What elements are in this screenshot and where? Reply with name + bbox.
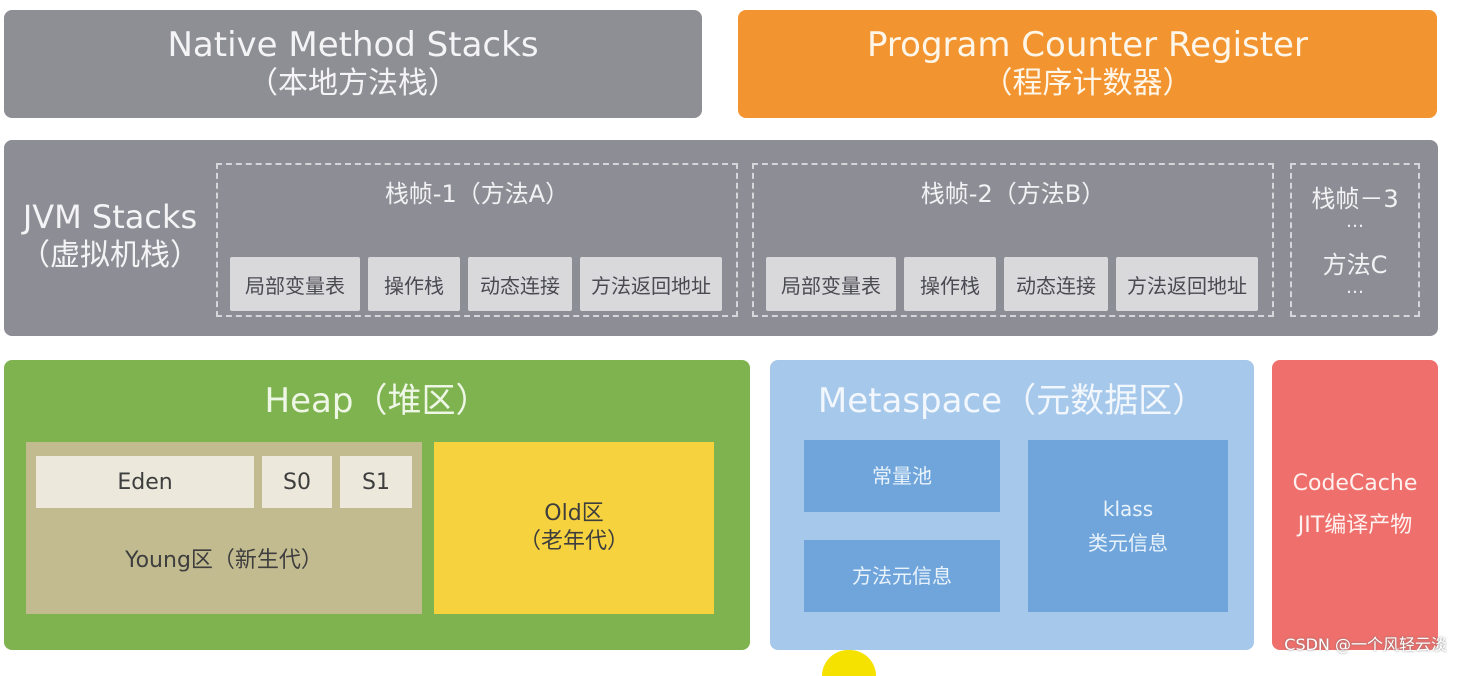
survivor-s0: S0 <box>262 456 332 508</box>
method-metadata: 方法元信息 <box>804 540 1000 612</box>
survivor-s1: S1 <box>340 456 412 508</box>
class-metadata-label: 类元信息 <box>1088 531 1168 555</box>
jvm-stacks-title: JVM Stacks <box>22 198 198 236</box>
klass-area: klass 类元信息 <box>1028 440 1228 612</box>
operand-stack: 操作栈 <box>368 257 460 311</box>
yellow-decoration <box>822 650 876 676</box>
young-generation-label: Young区（新生代） <box>125 548 323 573</box>
jvm-stacks-block: JVM Stacks （虚拟机栈） 栈帧-1（方法A） 局部变量表 操作栈 动态… <box>4 140 1438 336</box>
watermark: CSDN @一个风轻云淡 <box>1284 635 1447 654</box>
ellipsis-top: … <box>1346 211 1364 232</box>
stack-frame-3: 栈帧－3 … 方法C … <box>1290 163 1420 317</box>
local-variable-table: 局部变量表 <box>766 257 896 311</box>
native-method-stacks-block: Native Method Stacks （本地方法栈） <box>4 10 702 118</box>
klass-label: klass <box>1102 497 1154 521</box>
stack-frame-3-method: 方法C <box>1322 251 1388 279</box>
ellipsis-bottom: … <box>1346 277 1364 298</box>
codecache-block: CodeCache JIT编译产物 <box>1272 360 1438 650</box>
constant-pool: 常量池 <box>804 440 1000 512</box>
native-method-stacks-title: Native Method Stacks <box>167 25 539 65</box>
stack-frame-2: 栈帧-2（方法B） 局部变量表 操作栈 动态连接 方法返回地址 <box>752 163 1274 317</box>
program-counter-register-block: Program Counter Register （程序计数器） <box>738 10 1437 118</box>
stack-frame-1-title: 栈帧-1（方法A） <box>384 180 570 208</box>
program-counter-title: Program Counter Register <box>867 25 1308 65</box>
local-variable-table: 局部变量表 <box>230 257 360 311</box>
constant-pool-label: 常量池 <box>872 464 932 488</box>
method-metadata-label: 方法元信息 <box>852 564 952 588</box>
eden-space: Eden <box>36 456 254 508</box>
young-generation: Eden S0 S1 Young区（新生代） <box>26 442 422 614</box>
native-method-stacks-subtitle: （本地方法栈） <box>248 66 458 101</box>
stack-frame-3-title: 栈帧－3 <box>1311 185 1399 213</box>
dynamic-linking: 动态连接 <box>1004 257 1108 311</box>
stack-frame-2-title: 栈帧-2（方法B） <box>920 180 1106 208</box>
old-generation-label: Old区 <box>544 501 604 526</box>
jvm-stacks-label: JVM Stacks （虚拟机栈） <box>4 198 216 276</box>
return-address: 方法返回地址 <box>1116 257 1258 311</box>
operand-stack: 操作栈 <box>904 257 996 311</box>
old-generation-sublabel: （老年代） <box>518 529 629 554</box>
codecache-subtitle: JIT编译产物 <box>1297 513 1413 538</box>
heap-title: Heap（堆区） <box>264 381 490 421</box>
metaspace-block: Metaspace（元数据区） 常量池 方法元信息 klass 类元信息 <box>770 360 1254 650</box>
return-address: 方法返回地址 <box>580 257 722 311</box>
jvm-stacks-subtitle: （虚拟机栈） <box>20 238 200 273</box>
stack-frame-1: 栈帧-1（方法A） 局部变量表 操作栈 动态连接 方法返回地址 <box>216 163 738 317</box>
metaspace-title: Metaspace（元数据区） <box>817 381 1207 421</box>
program-counter-subtitle: （程序计数器） <box>982 66 1193 101</box>
dynamic-linking: 动态连接 <box>468 257 572 311</box>
old-generation: Old区 （老年代） <box>434 442 714 614</box>
codecache-title: CodeCache <box>1292 471 1418 496</box>
heap-block: Heap（堆区） Eden S0 S1 Young区（新生代） Old区 （老年… <box>4 360 750 650</box>
